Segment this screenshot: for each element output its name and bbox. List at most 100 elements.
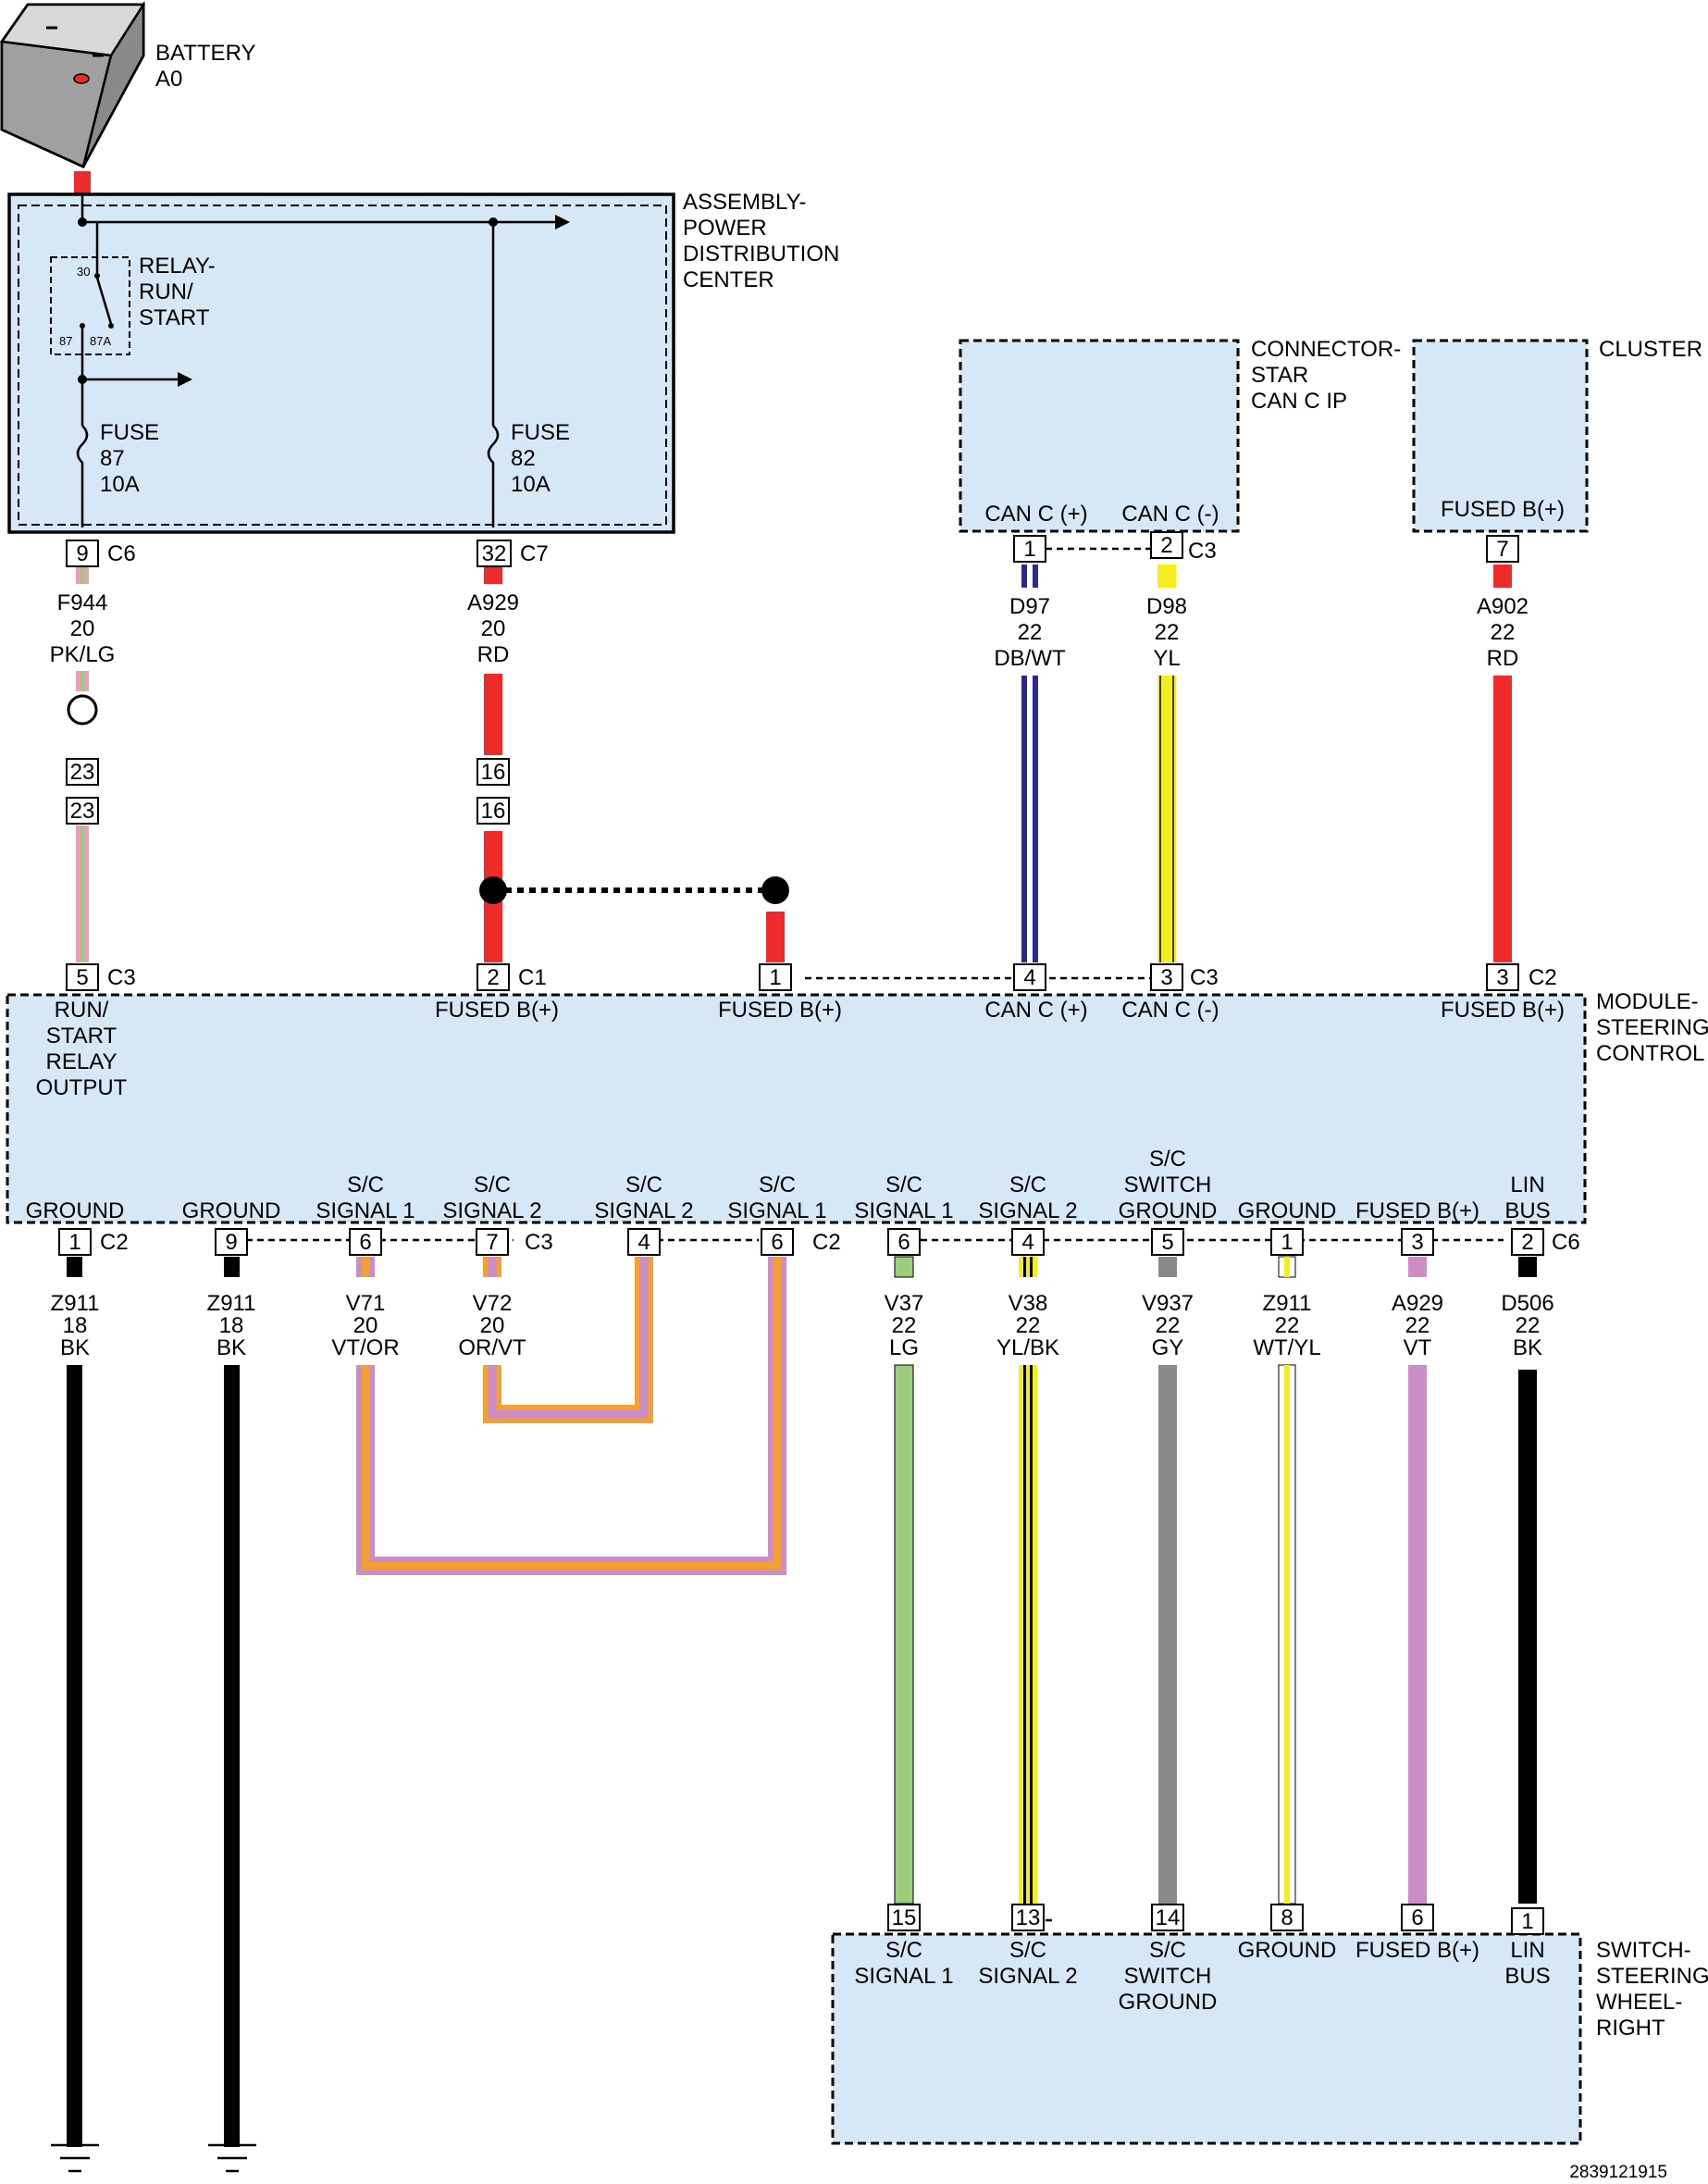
mod-fused-b-label-2: FUSED B(+) [718,998,842,1023]
mod-fused-b-label-3: FUSED B(+) [1441,998,1565,1023]
mod-3-conn: C3 [1190,965,1219,990]
wire-d97 [1021,565,1038,962]
switch-pin [1511,1907,1544,1935]
relay-terminal-87a: 87A [90,334,111,348]
pin-mod-2-num: 2 [487,965,499,990]
bottom-wire-label: 22 [1516,1313,1541,1338]
wire-d98 [1157,565,1176,962]
module-pin-label: S/C [625,1173,662,1197]
switch-pin-label: S/C [1149,1938,1186,1963]
switch-pin-num: 8 [1281,1905,1293,1930]
pdc-label-4: CENTER [683,267,774,292]
module-bottom-pin [887,1228,921,1256]
mod-run-start-label-1: RUN/ [55,998,109,1023]
d98-gauge: 22 [1155,620,1180,645]
switch-label-1: SWITCH- [1596,1938,1691,1963]
top-wire-ids: F944 20 PK/LG A929 20 RD D97 22 DB/WT D9… [50,590,1529,671]
module-bottom-pin [1151,1228,1184,1256]
module-pin-label: S/C [347,1173,384,1197]
pin-cluster-7 [1486,535,1519,563]
relay-terminal-87: 87 [59,334,72,348]
pin-mod-3 [1150,963,1183,991]
fuse82-label-3: 10A [511,472,551,497]
module-bottom-pin-num: 3 [1411,1230,1423,1255]
switch-pin [1151,1904,1184,1931]
switch-label-2: STEERING [1596,1964,1708,1989]
d98-id: D98 [1146,594,1187,619]
pin-inline-16a-num: 16 [481,760,506,785]
a902-gauge: 22 [1491,620,1516,645]
pdc-label-1: ASSEMBLY- [683,190,806,215]
star-label-1: CONNECTOR- [1251,337,1401,362]
switch-pin-label: S/C [1009,1938,1046,1963]
pin-mod-1 [759,963,792,991]
switch-pin-label: BUS [1504,1964,1550,1989]
splice-dot-left [479,876,507,904]
switch-pin-label: SIGNAL 1 [854,1964,953,1989]
a929-id: A929 [467,590,519,615]
switch-pin-num: 1 [1521,1909,1533,1934]
a902-id: A902 [1477,594,1529,619]
bottom-wire-label: 20 [353,1313,378,1338]
bottom-wire-label: V71 [346,1291,386,1316]
module-pin-label: GROUND [1119,1198,1218,1223]
relay-terminal-30: 30 [77,265,90,279]
pdc-c7-conn: C7 [520,541,549,566]
figure-id: 2839121915 [1569,2163,1667,2182]
star-connector-box [959,339,1240,533]
bottom-wire-label: Z911 [51,1291,100,1316]
mod-run-start-label-3: RELAY [46,1049,118,1074]
pin-mod-2 [477,963,510,991]
module-pin-label: SWITCH [1124,1173,1212,1197]
module-bottom-pin-num: 6 [359,1230,371,1255]
module-pin-label: LIN [1510,1173,1544,1197]
bottom-wire-label: OR/VT [458,1335,526,1360]
battery-label: BATTERY [155,41,255,66]
star-label-3: CAN C IP [1251,389,1347,414]
module-label-3: CONTROL [1596,1041,1704,1066]
pin-star-1-num: 1 [1023,537,1035,562]
steering-wheel-switch-box [831,1932,1582,2145]
d98-color: YL [1153,646,1180,671]
module-bottom-pin [761,1228,794,1256]
module-bottom-pin-num: 6 [771,1230,783,1255]
mod-fused-b-label-1: FUSED B(+) [435,998,559,1023]
bottom-wire-label: 22 [1275,1313,1300,1338]
module-pin-label: S/C [1149,1147,1186,1172]
pin-mod-4 [1013,963,1046,991]
bottom-wire-label: V37 [885,1291,924,1316]
bottom-wire-ids: Z91118BKZ91118BKV7120VT/ORV7220OR/VTV372… [51,1291,1554,1360]
bottom-wire-label: WT/YL [1253,1335,1320,1360]
pdc-label-3: DISTRIBUTION [683,242,839,267]
f944-id: F944 [57,590,108,615]
bottom-wire-label: 18 [219,1313,244,1338]
pin-inline-16a [477,758,510,786]
module-bottom-pin [1011,1228,1045,1256]
module-bottom-connector: C2 [100,1230,129,1255]
switch-pin [887,1904,921,1931]
bottom-wire-label: GY [1152,1335,1184,1360]
a902-color: RD [1487,646,1519,671]
bottom-wire-label: VT [1404,1335,1432,1360]
battery-code: A0 [155,67,182,92]
mod-5-conn: C3 [107,965,136,990]
switch-label-4: RIGHT [1596,2016,1665,2041]
fuse82-label-1: FUSE [511,420,570,445]
bottom-wire-label: V72 [473,1291,513,1316]
bottom-wire-label: 20 [480,1313,505,1338]
relay-label-3: START [139,305,210,330]
module-pin-label: GROUND [26,1198,125,1223]
pdc-label-2: POWER [683,216,767,241]
bottom-wire-label: 22 [1405,1313,1430,1338]
module-bottom-pin [58,1228,92,1256]
wire-f944 [67,567,98,962]
pin-star-1 [1013,535,1046,563]
pin-inline-23a [66,758,99,786]
module-bottom-pin [215,1228,248,1256]
bottom-wires [67,1256,1537,2147]
a929-gauge: 20 [481,616,506,641]
module-bottom-pin [1511,1228,1544,1256]
bottom-wire-label: 18 [63,1313,88,1338]
